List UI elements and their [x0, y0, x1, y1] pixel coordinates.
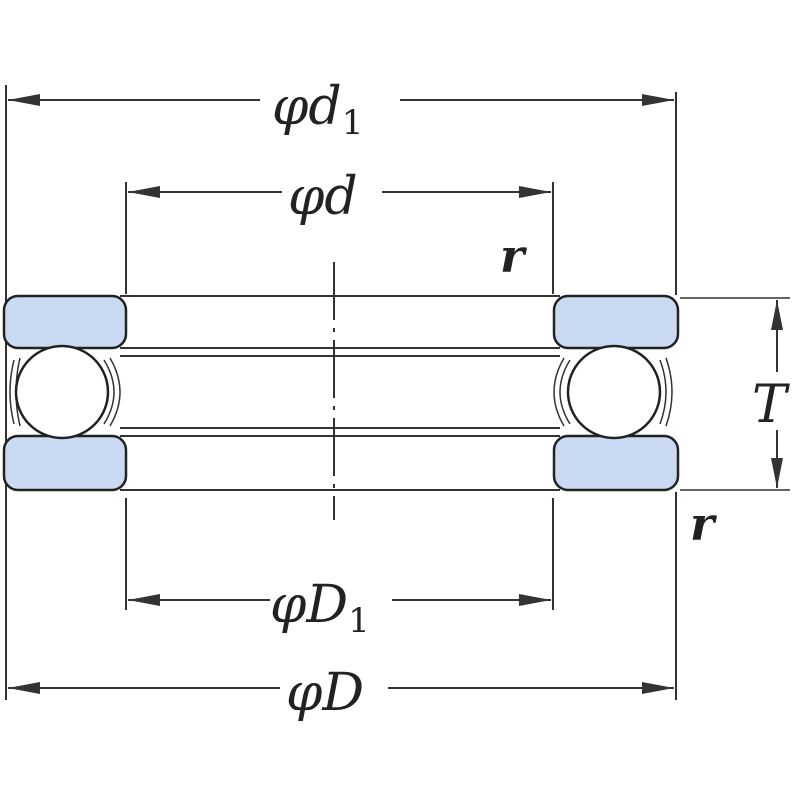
- dimension-d1: φd1: [8, 77, 674, 143]
- cage-right: [553, 357, 673, 427]
- ball-right: [566, 344, 662, 440]
- arrow-right-icon: [519, 186, 551, 198]
- label-d: φd: [288, 167, 358, 227]
- arrow-left-icon: [128, 594, 160, 606]
- ball-left: [14, 344, 110, 440]
- bearing-section: [2, 262, 680, 520]
- dimension-D1: φD1: [128, 575, 551, 641]
- label-D: φD: [286, 663, 364, 723]
- dimension-d: φd: [128, 167, 551, 227]
- arrow-left-icon: [8, 94, 40, 106]
- arrow-down-icon: [771, 458, 783, 488]
- arrow-up-icon: [771, 300, 783, 330]
- label-T: T: [752, 375, 790, 435]
- arrow-right-icon: [642, 94, 674, 106]
- dimension-T: T: [752, 300, 790, 488]
- arrow-right-icon: [519, 594, 551, 606]
- label-d1: φd1: [272, 77, 363, 143]
- label-r-top: r: [500, 229, 528, 283]
- washer-top-right: [552, 294, 680, 350]
- label-D1: φD1: [270, 575, 370, 641]
- washer-bottom-right: [552, 434, 680, 492]
- arrow-left-icon: [128, 186, 160, 198]
- dimension-D: φD: [8, 663, 674, 723]
- label-r-bottom: r: [690, 497, 718, 551]
- arrow-right-icon: [642, 682, 674, 694]
- washer-top-left: [2, 294, 128, 350]
- washer-bottom-left: [2, 434, 128, 492]
- arrow-left-icon: [8, 682, 40, 694]
